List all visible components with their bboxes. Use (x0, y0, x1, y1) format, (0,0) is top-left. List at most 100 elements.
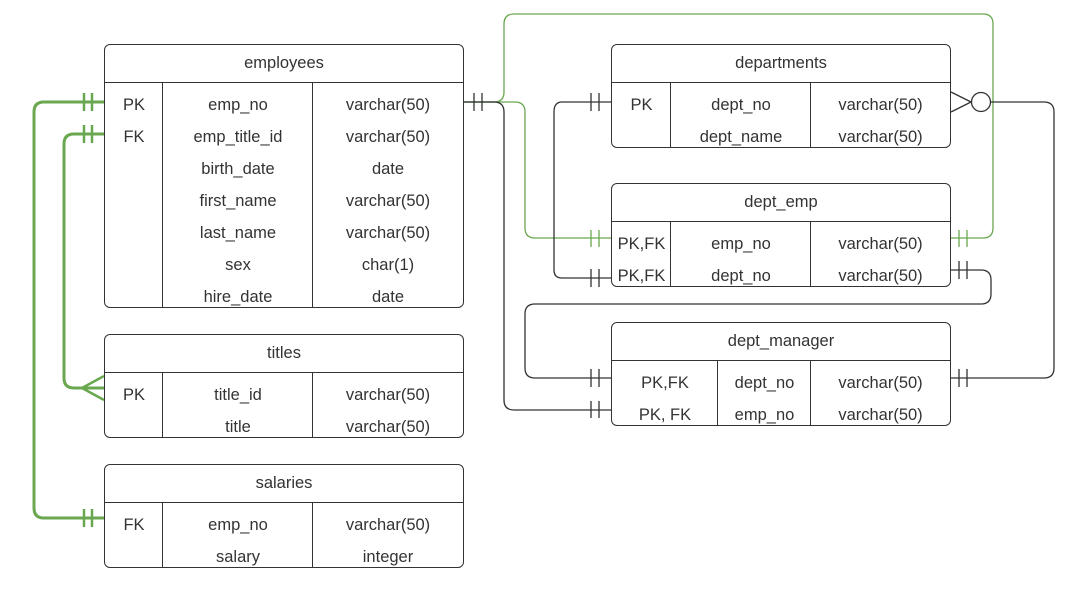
key-cell: FK (123, 128, 145, 146)
titles-field-row: title varchar(50) (105, 411, 463, 437)
column-name-cell: sex (225, 256, 251, 274)
column-name-cell: emp_no (208, 96, 268, 114)
column-divider (810, 222, 811, 286)
key-cell (105, 249, 163, 281)
data-type-cell: varchar(50) (345, 224, 431, 242)
data-type-cell: varchar(50) (838, 235, 923, 253)
key-cell: FK (123, 516, 145, 534)
employees-field-row: PK emp_no varchar(50) (105, 89, 463, 121)
employees-field-row: FK emp_title_id varchar(50) (105, 121, 463, 153)
rel-employees-dept-emp-lower (464, 101, 611, 247)
column-name-cell: first_name (199, 192, 277, 210)
column-name-cell: hire_date (203, 288, 273, 306)
salaries-table-title: salaries (105, 465, 463, 503)
column-divider (162, 373, 163, 437)
data-type-cell: varchar(50) (838, 406, 923, 424)
column-divider (162, 83, 163, 307)
data-type-cell: varchar(50) (345, 516, 431, 534)
titles-table-title: titles (105, 335, 463, 373)
key-cell (105, 217, 163, 249)
column-name-cell: emp_title_id (193, 128, 283, 146)
key-cell (105, 281, 163, 307)
column-divider (810, 361, 811, 425)
key-cell (612, 121, 671, 147)
rel-employees-salaries (32, 93, 104, 527)
rel-departments-dept-manager (950, 91, 1055, 387)
column-divider (312, 503, 313, 567)
data-type-cell: char(1) (361, 256, 415, 274)
salaries-field-row: FK emp_no varchar(50) (105, 509, 463, 541)
column-name-cell: emp_no (208, 516, 268, 534)
column-name-cell: dept_no (711, 267, 771, 285)
key-cell (105, 185, 163, 217)
key-cell: PK (630, 96, 653, 114)
data-type-cell: varchar(50) (345, 128, 431, 146)
dept-emp-field-row: PK,FK emp_no varchar(50) (612, 228, 950, 260)
rel-employees-titles (62, 125, 105, 402)
employees-field-row: sex char(1) (105, 249, 463, 281)
column-divider (670, 83, 671, 147)
employees-field-row: birth_date date (105, 153, 463, 185)
key-cell (105, 411, 163, 437)
rel-departments-dept-emp (553, 93, 611, 287)
column-divider (670, 222, 671, 286)
column-name-cell: dept_name (699, 128, 783, 146)
data-type-cell: integer (362, 548, 414, 566)
dept-emp-field-row: PK,FK dept_no varchar(50) (612, 260, 950, 286)
data-type-cell: varchar(50) (345, 192, 431, 210)
column-name-cell: birth_date (201, 160, 275, 178)
key-cell (105, 541, 163, 567)
column-divider (717, 361, 718, 425)
rel-employees-dept-manager (464, 93, 611, 418)
data-type-cell: varchar(50) (838, 128, 923, 146)
column-name-cell: emp_no (711, 235, 771, 253)
data-type-cell: date (371, 288, 405, 306)
data-type-cell: varchar(50) (345, 386, 431, 404)
employees-table-title: employees (105, 45, 463, 83)
data-type-cell: varchar(50) (838, 267, 923, 285)
column-name-cell: dept_no (734, 374, 795, 392)
employees-field-row: first_name varchar(50) (105, 185, 463, 217)
dept-emp-table-title: dept_emp (612, 184, 950, 222)
key-cell: PK,FK (617, 235, 666, 253)
dept-manager-table-title: dept_manager (612, 323, 950, 361)
data-type-cell: varchar(50) (345, 418, 431, 436)
column-divider (312, 83, 313, 307)
data-type-cell: varchar(50) (838, 374, 923, 392)
employees-field-row: hire_date date (105, 281, 463, 307)
column-divider (312, 373, 313, 437)
column-name-cell: dept_no (711, 96, 771, 114)
employees-field-row: last_name varchar(50) (105, 217, 463, 249)
data-type-cell: varchar(50) (345, 96, 431, 114)
dept-manager-field-row: PK, FK emp_no varchar(50) (612, 399, 950, 425)
column-name-cell: title (225, 418, 251, 436)
column-name-cell: emp_no (734, 406, 795, 424)
column-name-cell: title_id (214, 386, 262, 404)
key-cell: PK,FK (617, 267, 666, 285)
departments-field-row: PK dept_no varchar(50) (612, 89, 950, 121)
titles-field-row: PK title_id varchar(50) (105, 379, 463, 411)
column-name-cell: last_name (199, 224, 277, 242)
departments-table-title: departments (612, 45, 950, 83)
key-cell: PK (122, 386, 145, 404)
column-name-cell: salary (215, 548, 260, 566)
data-type-cell: date (371, 160, 405, 178)
dept-manager-field-row: PK,FK dept_no varchar(50) (612, 367, 950, 399)
key-cell: PK (122, 96, 145, 114)
rel-dept-emp-dept-manager (524, 261, 992, 387)
data-type-cell: varchar(50) (838, 96, 923, 114)
salaries-field-row: salary integer (105, 541, 463, 567)
column-divider (162, 503, 163, 567)
rel-employees-dept-emp-upper (464, 13, 994, 247)
key-cell: PK,FK (641, 374, 689, 392)
key-cell (105, 153, 163, 185)
key-cell: PK, FK (638, 406, 692, 424)
departments-field-row: dept_name varchar(50) (612, 121, 950, 147)
